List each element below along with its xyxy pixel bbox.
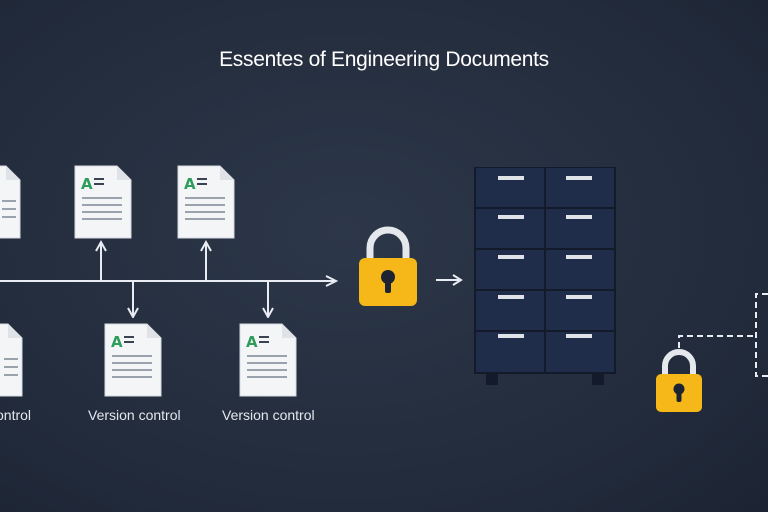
connector-lines — [0, 239, 339, 318]
dashed-connector — [678, 293, 768, 377]
document-icon-top-1: A — [74, 165, 132, 239]
padlock-icon-main — [359, 226, 417, 306]
caption-version-control-1: Version control — [88, 407, 181, 423]
document-icon-bottom-1: A — [104, 323, 162, 397]
document-icon-top-2: A — [177, 165, 235, 239]
padlock-icon-small — [656, 349, 702, 412]
document-icon-top-left-partial — [0, 165, 21, 239]
svg-text:A: A — [184, 175, 196, 193]
arrow-to-cabinet — [436, 274, 463, 286]
document-icon-bottom-2: A — [239, 323, 297, 397]
svg-text:A: A — [246, 333, 258, 351]
caption-left-partial: ontrol — [0, 407, 32, 423]
caption-version-control-2: Version control — [222, 407, 315, 423]
svg-text:A: A — [111, 333, 123, 351]
diagram-title: Essentes of Engineering Documents — [219, 48, 549, 71]
document-icon-bottom-left-partial — [0, 323, 23, 397]
filing-cabinet-icon — [474, 167, 616, 385]
svg-text:A: A — [81, 175, 93, 193]
